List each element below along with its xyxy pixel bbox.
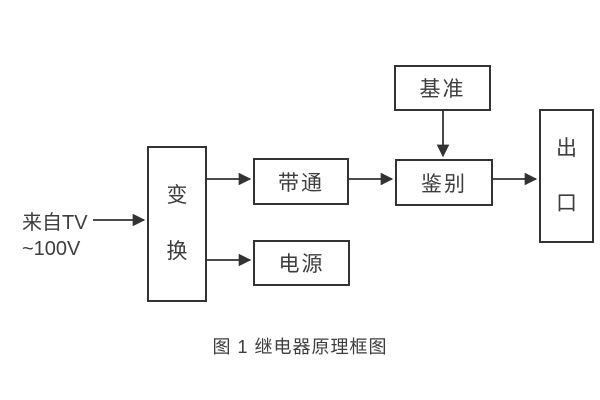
input-source-label-line1: 来自TV bbox=[22, 212, 88, 234]
input-source-label-line2: ~100V bbox=[22, 238, 81, 260]
block-discriminator: 鉴别 bbox=[395, 159, 493, 206]
block-bandpass-label: 带通 bbox=[278, 171, 324, 195]
block-bandpass: 带通 bbox=[253, 158, 349, 205]
block-output: 出口 bbox=[539, 109, 594, 243]
block-discriminator-label: 鉴别 bbox=[421, 172, 467, 196]
block-output-label: 出口 bbox=[556, 137, 577, 215]
block-power-supply: 电源 bbox=[253, 240, 350, 286]
block-reference: 基准 bbox=[394, 65, 491, 111]
block-reference-label: 基准 bbox=[419, 78, 466, 101]
block-power-supply-label: 电源 bbox=[278, 253, 325, 276]
block-transform: 变换 bbox=[147, 146, 207, 302]
figure-caption: 图 1 继电器原理框图 bbox=[212, 337, 388, 357]
block-transform-label: 变换 bbox=[166, 184, 188, 263]
